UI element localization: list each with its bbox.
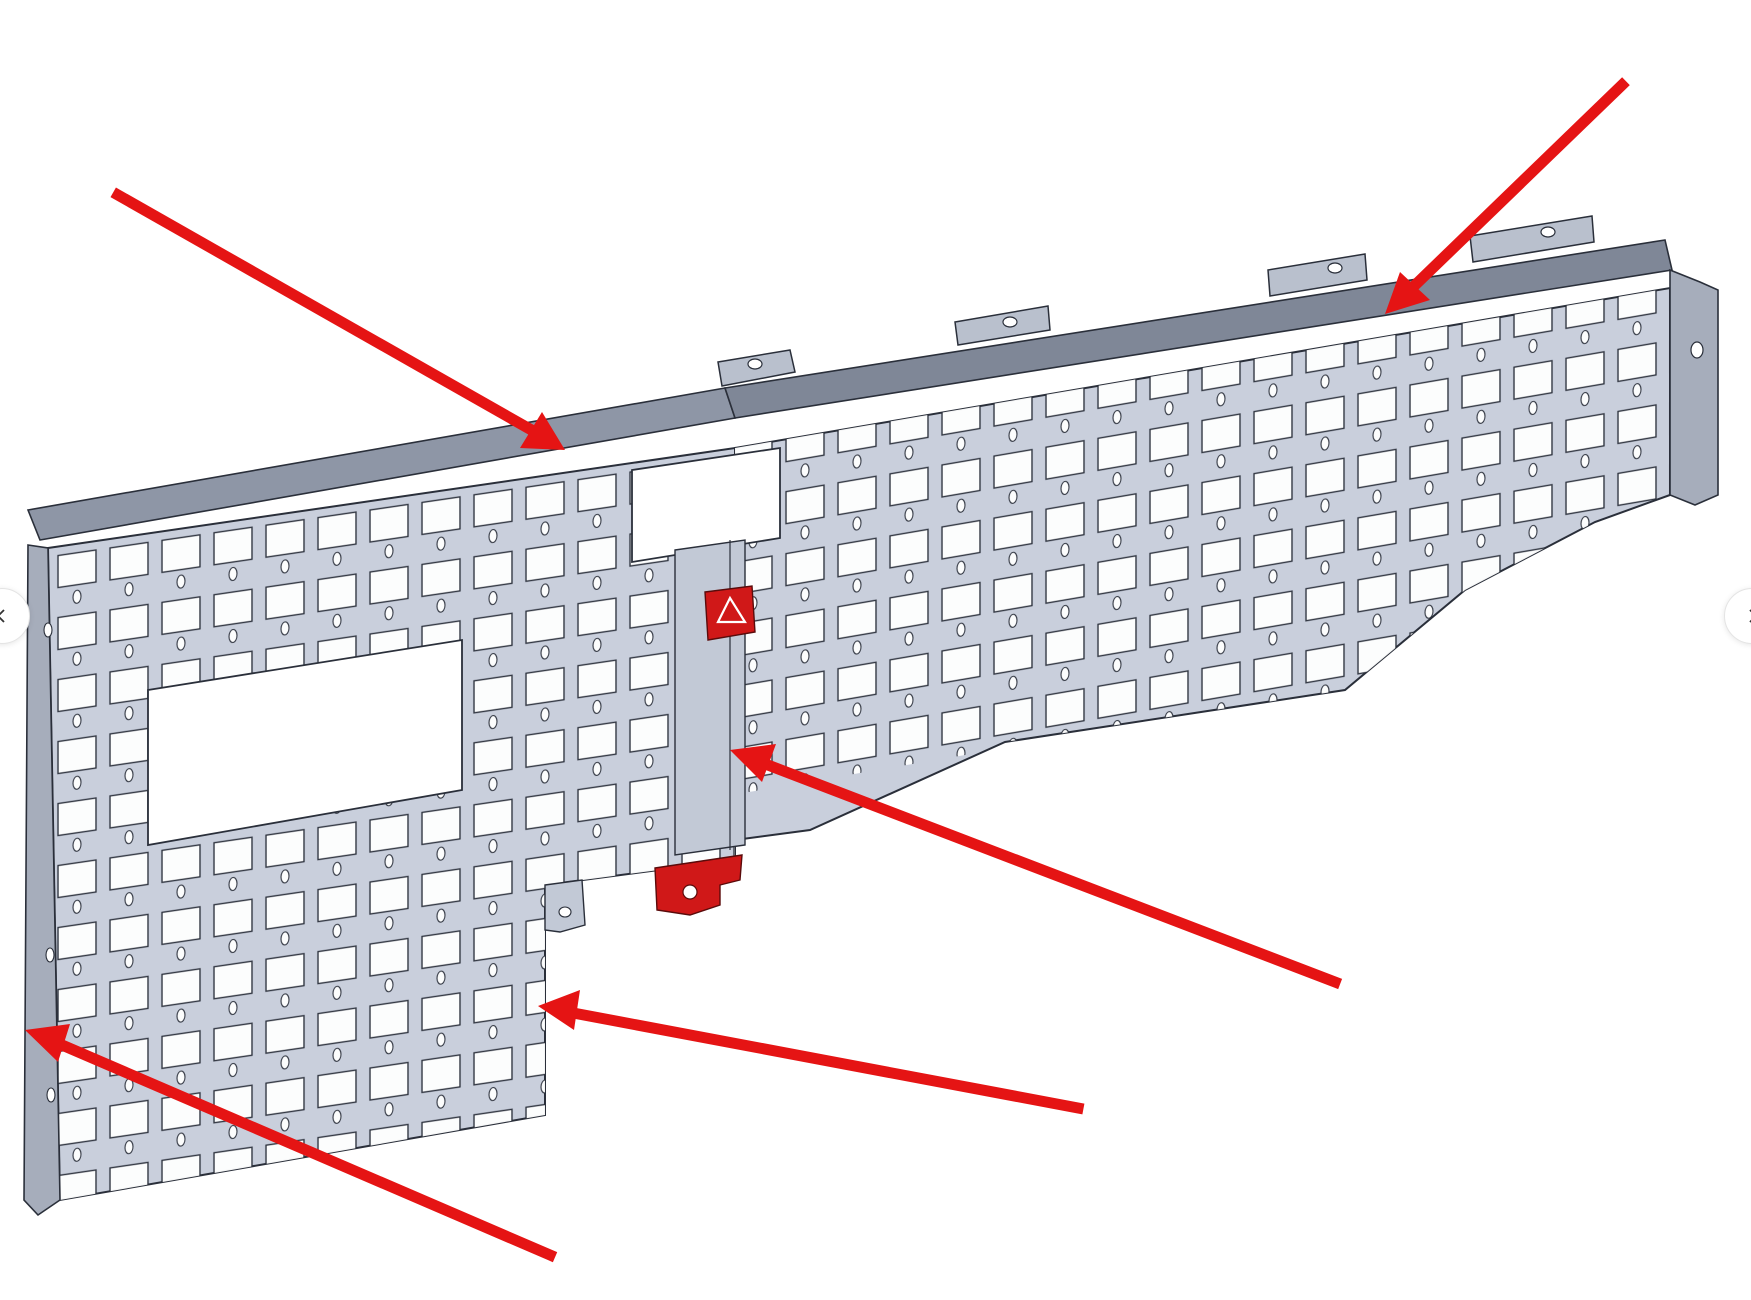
red-logo-bracket [704, 585, 756, 641]
chevron-right-icon [1749, 609, 1751, 623]
right-end-flange [1669, 268, 1719, 506]
red-bottom-bracket [654, 854, 743, 916]
center-join-plate [674, 539, 746, 856]
annotation-arrows [25, 77, 1630, 1263]
large-cutout-left [147, 638, 463, 847]
chevron-left-icon [0, 609, 5, 623]
large-cutout-top [631, 446, 781, 564]
